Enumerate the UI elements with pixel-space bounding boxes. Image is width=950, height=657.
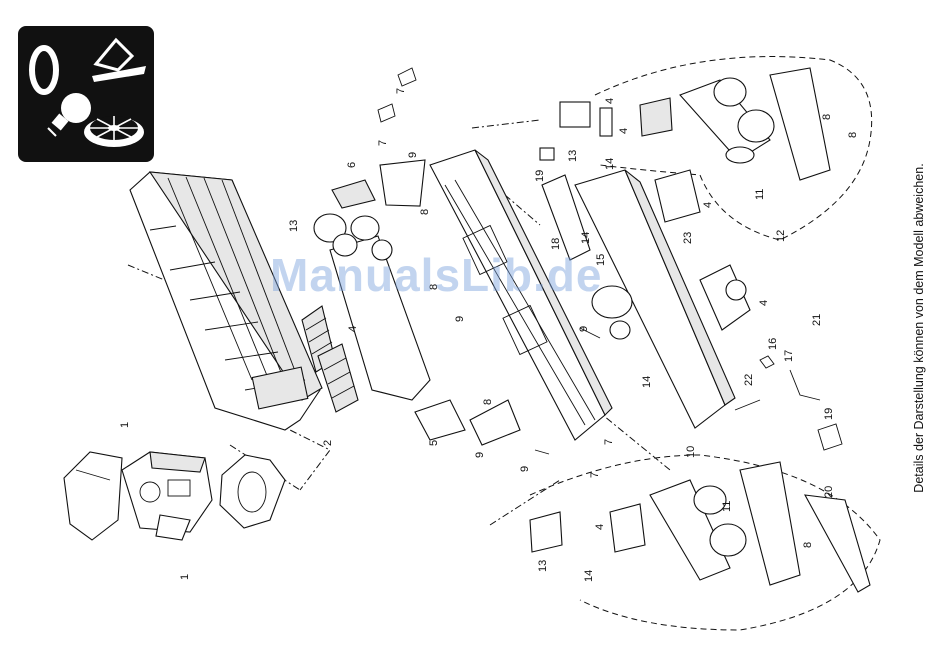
callout-23: 23	[682, 232, 694, 244]
callout-11b: 11	[721, 501, 733, 512]
callout-15: 15	[595, 254, 607, 266]
callout-9a: 9	[407, 152, 419, 158]
callout-18: 18	[550, 238, 562, 250]
callout-7a: 7	[395, 88, 407, 94]
callout-4d: 4	[702, 202, 714, 208]
callout-7b: 7	[377, 140, 389, 146]
callout-19b: 19	[823, 408, 835, 420]
callout-10: 10	[685, 446, 697, 458]
nose-section	[220, 455, 285, 528]
callout-2: 2	[322, 440, 334, 446]
callout-16: 16	[767, 338, 779, 350]
callout-19a: 19	[534, 170, 546, 182]
callout-4e: 4	[758, 300, 770, 306]
callout-14c: 14	[641, 376, 653, 388]
lower-bogie	[530, 462, 870, 592]
callout-9d: 9	[519, 466, 531, 472]
callout-21: 21	[811, 314, 823, 326]
callout-5: 5	[428, 440, 440, 446]
callout-8f: 8	[802, 542, 814, 548]
callout-20: 20	[823, 486, 835, 498]
cab	[122, 452, 212, 540]
callout-9c: 9	[474, 452, 486, 458]
callout-17: 17	[783, 350, 795, 362]
callout-4b: 4	[604, 98, 616, 104]
callout-13c: 13	[537, 560, 549, 572]
callout-4f: 4	[594, 524, 606, 530]
callout-8d: 8	[821, 114, 833, 120]
callout-6: 6	[346, 162, 358, 168]
callout-13a: 13	[288, 220, 300, 232]
disclaimer-note: Details der Darstellung können von dem M…	[912, 23, 928, 633]
callout-9b: 9	[454, 316, 466, 322]
body-shell	[130, 172, 322, 430]
callout-1a: 1	[119, 422, 131, 428]
callout-12: 12	[775, 230, 787, 242]
callout-4a: 4	[347, 326, 359, 332]
callout-4c: 4	[618, 128, 630, 134]
upper-bogie	[640, 68, 830, 222]
callout-8a: 8	[419, 209, 431, 215]
callout-8c: 8	[482, 399, 494, 405]
sheet-plates	[415, 400, 520, 445]
callout-1b: 1	[179, 574, 191, 580]
callout-14d: 14	[583, 570, 595, 582]
callout-22: 22	[743, 374, 755, 386]
callout-14a: 14	[604, 158, 616, 170]
callout-8e: 8	[847, 132, 859, 138]
callout-11a: 11	[754, 189, 766, 200]
cab-floor	[64, 452, 122, 540]
callout-13b: 13	[567, 150, 579, 162]
callout-7c: 7	[603, 439, 615, 445]
callout-9e: 9	[578, 326, 590, 332]
callout-7d: 7	[589, 472, 601, 478]
callout-14b: 14	[580, 232, 592, 244]
callout-8b: 8	[428, 284, 440, 290]
